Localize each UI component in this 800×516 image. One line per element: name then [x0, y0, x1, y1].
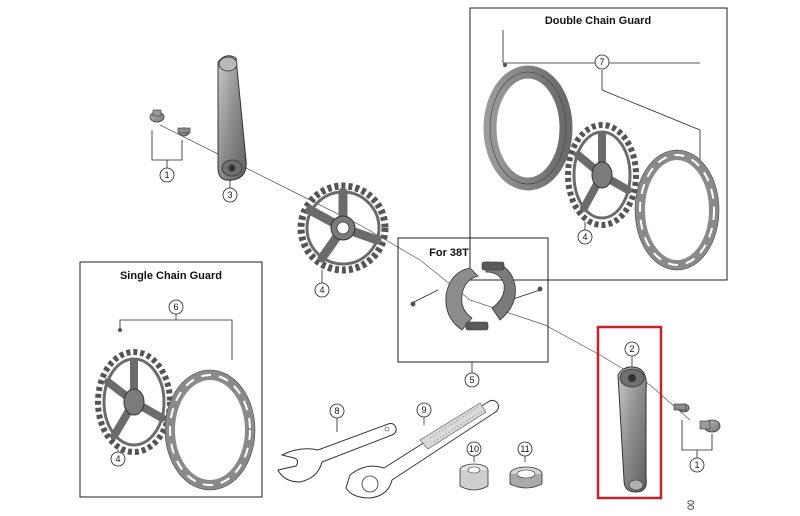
crank-bolt-set-top: [149, 109, 191, 137]
callout-3: 3: [222, 187, 238, 203]
chainring-center: [297, 182, 389, 274]
callout-2: 2: [624, 341, 640, 357]
svg-text:6: 6: [173, 302, 178, 312]
svg-text:9: 9: [421, 405, 426, 415]
double-chain-guard-title: Double Chain Guard: [545, 15, 651, 27]
single-chain-guard-title: Single Chain Guard: [120, 270, 222, 282]
callout-1-top: 1: [159, 167, 175, 183]
outer-chain-guard-ring: [634, 149, 720, 271]
single-chain-guard-ring: [164, 369, 256, 491]
for-38t-box: [397, 237, 549, 363]
callout-8: 8: [329, 403, 345, 419]
svg-text:7: 7: [599, 57, 604, 67]
right-crank-arm: [617, 366, 647, 493]
diagram-code: 00: [686, 500, 696, 510]
crank-extractor-tool: [345, 399, 499, 499]
svg-text:4: 4: [319, 285, 324, 295]
spanner-wrench-tool: [277, 423, 397, 483]
svg-text:8: 8: [334, 406, 339, 416]
callout-9: 9: [416, 402, 432, 418]
svg-text:11: 11: [520, 444, 529, 454]
lockring: [509, 466, 543, 489]
inner-chain-guard-plate: [483, 65, 573, 191]
chain-guard-38t: [445, 261, 516, 331]
callout-10: 10: [466, 441, 482, 457]
callout-6: 6: [168, 299, 184, 315]
callout-4-double: 4: [577, 229, 593, 245]
leader-line-6: [119, 319, 233, 360]
chainring-double-guard: [565, 122, 639, 228]
crank-bolt-set-right: [673, 403, 721, 433]
left-crank-arm: [217, 55, 247, 181]
callout-11: 11: [517, 441, 533, 457]
svg-text:1: 1: [164, 170, 169, 180]
svg-text:5: 5: [469, 375, 474, 385]
callout-4-single: 4: [110, 451, 126, 467]
callout-5: 5: [464, 372, 480, 388]
single-chain-guard-box: [79, 261, 263, 498]
double-chain-guard-box: [469, 7, 728, 281]
svg-text:2: 2: [629, 344, 634, 354]
for-38t-title: For 38T: [429, 247, 469, 259]
svg-text:1: 1: [694, 460, 699, 470]
callout-1-right: 1: [689, 457, 705, 473]
chainring-single-guard: [95, 349, 173, 455]
highlight-frame-part-2: [596, 325, 663, 500]
callout-4-center: 4: [314, 282, 330, 298]
bottom-bracket-tool: [459, 463, 489, 491]
svg-text:3: 3: [227, 190, 232, 200]
svg-text:10: 10: [469, 444, 479, 454]
leader-line-1-top: [151, 130, 183, 161]
svg-text:4: 4: [115, 454, 120, 464]
svg-text:4: 4: [582, 232, 587, 242]
callout-7: 7: [594, 54, 610, 70]
